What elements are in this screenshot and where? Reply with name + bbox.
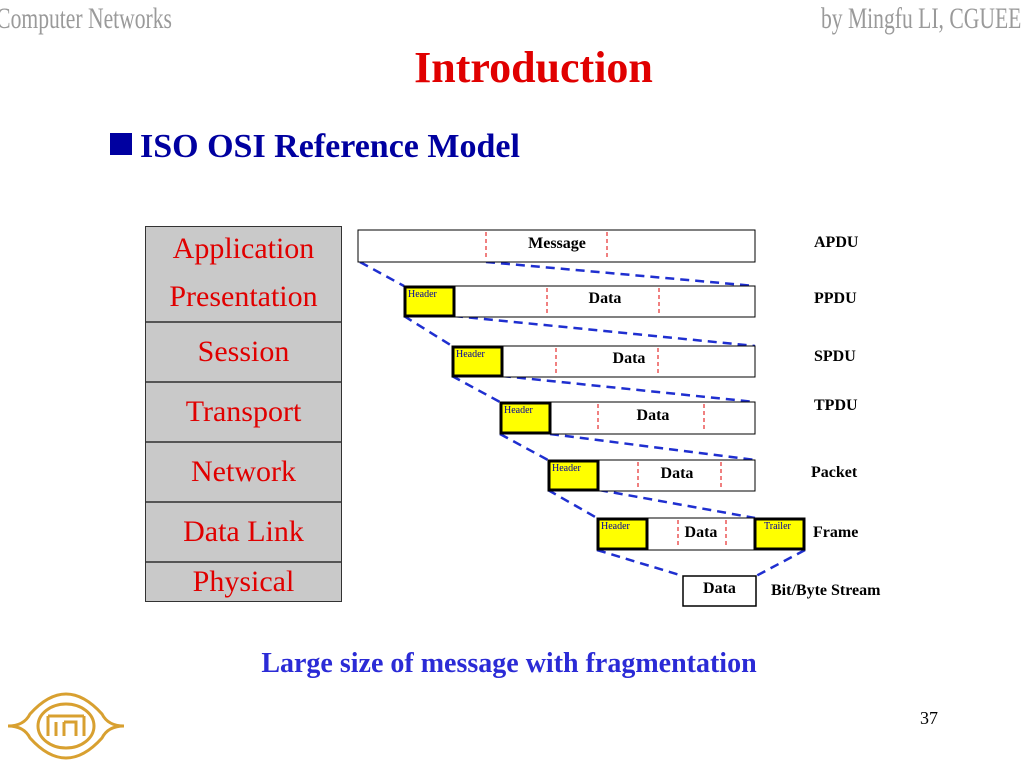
ppdu-header-label: Header [408,289,437,300]
pdu-label-frame: Frame [813,524,859,541]
subtitle-text: ISO OSI Reference Model [140,128,520,165]
connector-line [453,314,756,348]
packet-header [547,459,600,492]
tpdu-header [499,401,552,435]
pdu-label-bitstream: Bit/Byte Stream [771,582,881,599]
layer-presentation: Presentation [169,280,318,313]
connector-line [359,260,405,288]
connector-lines [359,260,806,578]
message-box [357,229,756,263]
layer-physical: Physical [146,561,341,601]
frame-trailer-label: Trailer [764,521,791,532]
connector-line [451,374,501,404]
message-label: Message [528,235,586,252]
slide-subtitle: ISO OSI Reference Model [110,128,520,166]
spdu-header-label: Header [456,349,485,360]
bullet-square-icon [110,133,132,155]
pdu-label-packet: Packet [811,464,858,481]
tpdu-data-label: Data [636,407,670,424]
pdu-label-apdu: APDU [814,234,859,251]
connector-line [549,432,756,462]
connector-line [755,548,806,578]
bitstream-data-label: Data [703,580,736,597]
connector-line [485,260,756,288]
pdu-label-tpdu: TPDU [814,397,858,414]
osi-layer-stack: Application Presentation Session Transpo… [145,226,342,602]
spdu-data-label: Data [612,350,646,367]
slide-title: Introduction [414,43,653,92]
bitstream-box [682,575,757,607]
connector-line [501,374,756,404]
connector-line [547,488,598,520]
ppdu-box [403,285,756,318]
frame-trailer [753,517,806,551]
pdu-label-spdu: SPDU [814,348,856,365]
frame-data-label: Data [684,524,718,541]
connector-line [598,488,756,520]
connector-line [403,314,453,348]
connector-line [596,548,684,578]
footnote-caption: Large size of message with fragmentation [261,648,757,679]
frame-header-label: Header [601,521,630,532]
layer-application: Application [172,232,315,265]
packet-header-label: Header [552,463,581,474]
ppdu-data-label: Data [588,290,622,307]
frame-header [596,517,649,551]
course-title: Computer Networks [0,2,172,35]
ppdu-header [403,285,456,318]
spdu-header [451,345,504,378]
layer-session: Session [146,321,341,381]
university-logo-icon [7,692,125,760]
layer-data-link: Data Link [146,501,341,561]
packet-data-label: Data [660,465,694,482]
layer-network: Network [146,441,341,501]
author-credit: by Mingfu LI, CGUEE [820,2,1022,35]
tpdu-header-label: Header [504,405,533,416]
page-number: 37 [920,708,938,728]
connector-line [499,432,549,462]
pdu-label-ppdu: PPDU [814,290,857,307]
layer-transport: Transport [146,381,341,441]
